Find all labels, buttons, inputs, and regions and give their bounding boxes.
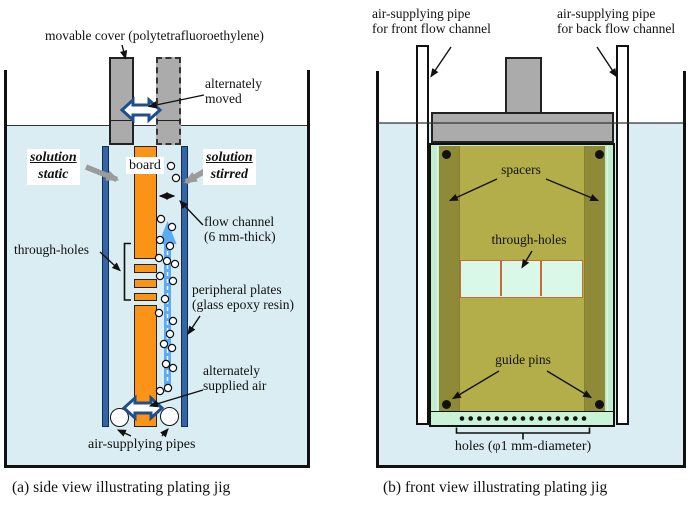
- air-pipe-outlet-left: [110, 408, 129, 427]
- movable-cover-bar-solid: [109, 57, 134, 145]
- label-peripheral-plates: peripheral plates (glass epoxy resin): [192, 282, 294, 312]
- label-air-supplying-pipes: air-supplying pipes: [88, 437, 196, 452]
- label-spacers: spacers: [501, 162, 541, 177]
- movable-cover-bar-dashed: [156, 57, 181, 145]
- through-hole-divider: [500, 261, 502, 296]
- guide-pin-top-right: [594, 149, 604, 159]
- label-holes-diameter: holes (φ1 mm-diameter): [454, 439, 592, 454]
- label-pipe-front: air-supplying pipe for front flow channe…: [372, 6, 491, 36]
- label-solution-static: solution static: [27, 149, 80, 185]
- label-board: board: [126, 157, 164, 175]
- label-flow-channel: flow channel (6 mm-thick): [204, 214, 276, 244]
- jig-cover-bar: [431, 112, 614, 143]
- air-supplying-pipe-back: [616, 45, 629, 425]
- spacer-right: [585, 146, 605, 412]
- jig-frame-line-right: [607, 146, 608, 412]
- label-through-holes-b: through-holes: [491, 232, 567, 247]
- jig-handle: [505, 57, 542, 115]
- label-through-holes-a: through-holes: [14, 242, 89, 257]
- jig-bottom-strip: [431, 411, 613, 425]
- label-solution-stirred: solution stirred: [203, 149, 256, 185]
- peripheral-plate-left: [102, 146, 109, 427]
- label-alternately-moved: alternately moved: [205, 76, 262, 106]
- guide-pin-bottom-right: [594, 399, 604, 409]
- through-hole-divider: [540, 261, 542, 296]
- caption-side-view: (a) side view illustrating plating jig: [12, 479, 231, 496]
- air-supplying-pipe-front: [416, 45, 429, 425]
- cover-bar-joint-line: [109, 120, 134, 121]
- board-slit-bar-3: [134, 293, 157, 301]
- jig-frame-line-left: [437, 146, 438, 412]
- label-pipe-back: air-supplying pipe for back flow channel: [557, 6, 676, 36]
- air-pipe-outlet-right: [160, 407, 179, 426]
- board-slit-bar-2: [134, 279, 157, 288]
- label-guide-pins: guide pins: [495, 352, 551, 367]
- board-slit-bar-1: [134, 264, 157, 273]
- spacer-left: [439, 146, 459, 412]
- label-movable-cover: movable cover (polytetrafluoroethylene): [45, 28, 264, 43]
- board-lower-segment: [134, 305, 157, 427]
- through-holes-window: [460, 260, 583, 298]
- label-alternately-supplied-air: alternately supplied air: [203, 363, 267, 393]
- peripheral-plate-right: [181, 146, 188, 427]
- guide-pin-bottom-left: [441, 399, 451, 409]
- guide-pin-top-left: [441, 149, 451, 159]
- caption-front-view: (b) front view illustrating plating jig: [383, 479, 608, 496]
- cover-bar-joint-line: [156, 120, 181, 121]
